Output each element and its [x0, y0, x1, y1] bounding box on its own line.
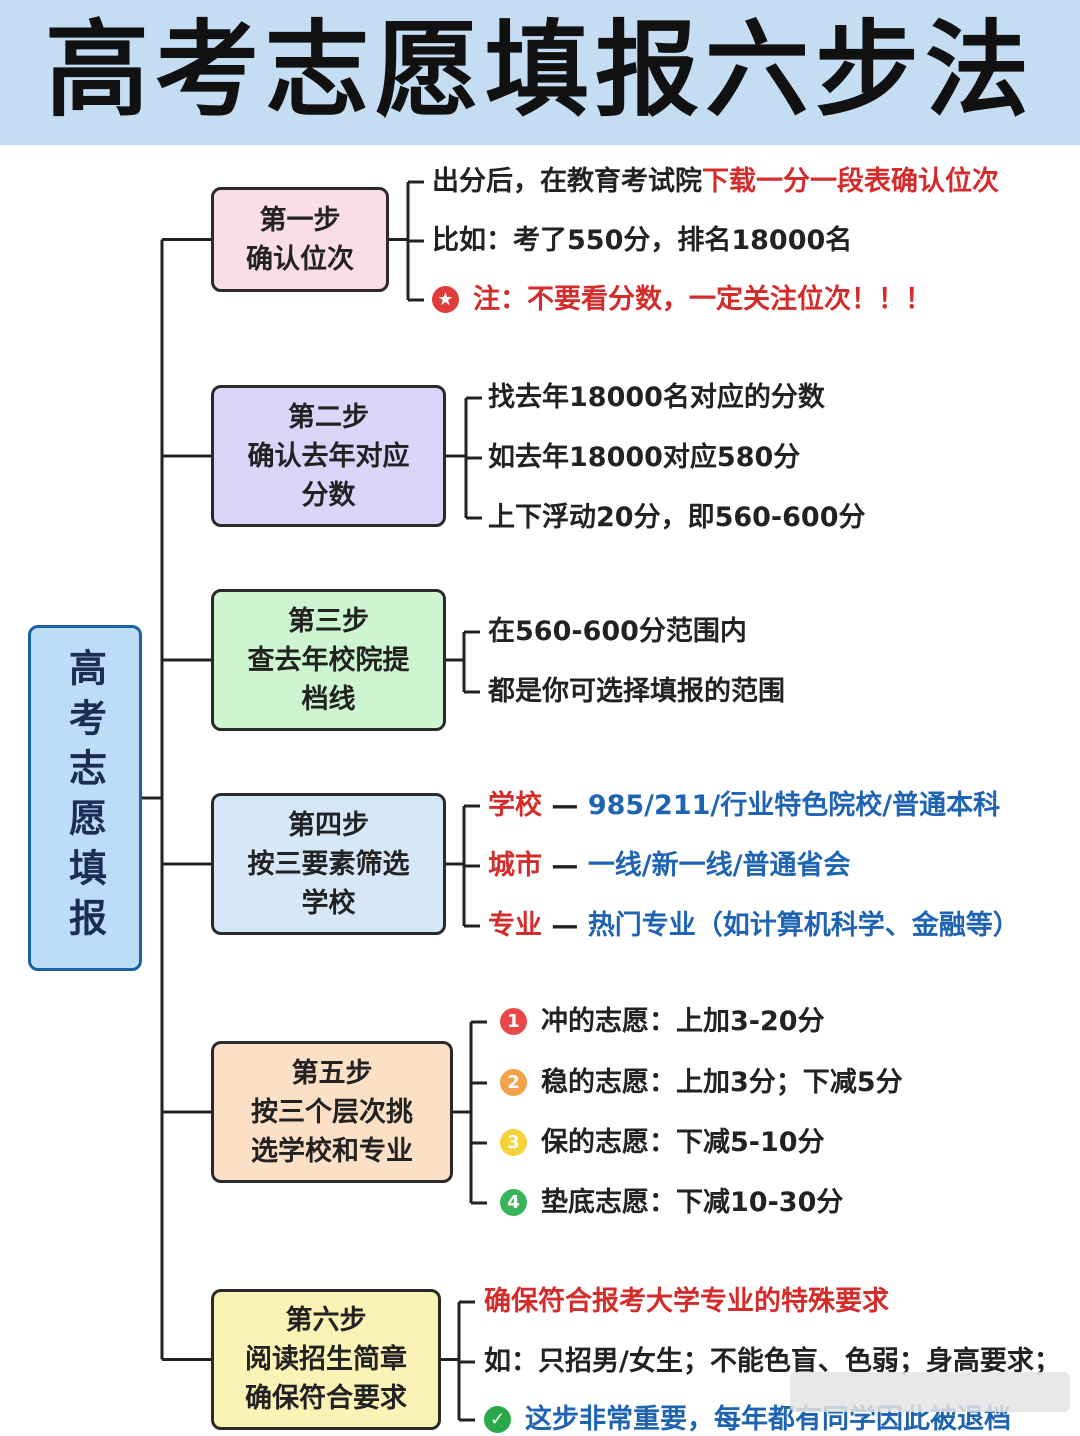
step-label-line: 分数 [301, 479, 356, 511]
number-1-icon: 1 [500, 1008, 527, 1035]
detail-line: 比如：考了550分，排名18000名 [432, 225, 852, 257]
step-label-line: 按三要素筛选 [247, 848, 410, 880]
detail-text: 冲的志愿：上加3-20分 [541, 1006, 825, 1037]
detail-line: 城市 — 一线/新一线/普通省会 [488, 850, 851, 882]
number-2-icon: 2 [500, 1069, 527, 1096]
detail-line: ★ 注：不要看分数，一定关注位次！！！ [432, 284, 932, 316]
detail-text: 下载一分一段表确认位次 [702, 166, 999, 197]
detail-text: 如去年18000对应580分 [488, 442, 801, 473]
detail-line: 3 保的志愿：下减5-10分 [500, 1127, 825, 1159]
detail-text: 找去年18000名对应的分数 [488, 382, 825, 413]
step-box-3: 第三步查去年校院提档线 [211, 589, 446, 731]
number-4-icon: 4 [500, 1189, 527, 1216]
check-icon: ✓ [484, 1406, 511, 1433]
detail-text: 985/211/行业特色院校/普通本科 [587, 790, 1001, 821]
star-icon: ★ [432, 286, 459, 313]
detail-text: 保的志愿：下减5-10分 [541, 1127, 825, 1158]
detail-text: 确保符合报考大学专业的特殊要求 [484, 1286, 889, 1317]
step-label-line: 确保符合要求 [245, 1383, 407, 1414]
detail-line: 找去年18000名对应的分数 [488, 382, 825, 414]
step-box-6: 第六步阅读招生简章确保符合要求 [211, 1289, 441, 1430]
root-label: 高考志愿填报 [62, 648, 107, 948]
step-label-line: 选学校和专业 [251, 1135, 413, 1167]
detail-line: 在560-600分范围内 [488, 616, 747, 648]
step-label-line: 学校 [301, 887, 356, 919]
detail-text: 稳的志愿：上加3分；下减5分 [541, 1067, 903, 1098]
watermark-blur [790, 1372, 1070, 1412]
detail-text: 上下浮动20分，即560-600分 [488, 502, 866, 533]
number-3-icon: 3 [500, 1129, 527, 1156]
step-label-line: 档线 [301, 683, 356, 715]
step-box-1: 第一步确认位次 [211, 187, 389, 292]
root-node: 高考志愿填报 [28, 625, 142, 971]
detail-text: 垫底志愿：下减10-30分 [541, 1187, 844, 1218]
detail-text: 城市 [488, 850, 542, 881]
detail-text: — [542, 850, 588, 881]
step-label-line: 确认去年对应 [247, 440, 410, 472]
step-title: 第五步 [291, 1057, 373, 1089]
step-box-4: 第四步按三要素筛选学校 [211, 793, 446, 935]
step-label-line: 按三个层次挑 [251, 1096, 413, 1128]
step-title: 第四步 [288, 809, 369, 841]
detail-text: 出分后，在教育考试院 [432, 166, 702, 197]
detail-line: 都是你可选择填报的范围 [488, 676, 785, 708]
detail-line: 出分后，在教育考试院下载一分一段表确认位次 [432, 166, 999, 198]
detail-text: 都是你可选择填报的范围 [488, 676, 785, 707]
detail-text: 一线/新一线/普通省会 [587, 850, 851, 881]
detail-text: — [542, 910, 588, 941]
step-title: 第一步 [259, 204, 341, 236]
detail-text: 专业 [488, 910, 542, 941]
detail-text: 比如：考了550分，排名18000名 [432, 225, 853, 256]
step-box-5: 第五步按三个层次挑选学校和专业 [211, 1041, 453, 1183]
detail-text: 注：不要看分数，一定关注位次！！！ [473, 284, 932, 315]
step-title: 第三步 [288, 605, 369, 637]
detail-text: 学校 [488, 790, 542, 821]
detail-line: 如去年18000对应580分 [488, 442, 800, 474]
page-title: 高考志愿填报六步法 [44, 9, 1035, 131]
step-label-line: 阅读招生简章 [245, 1344, 407, 1375]
detail-line: 4 垫底志愿：下减10-30分 [500, 1187, 843, 1219]
step-box-2: 第二步确认去年对应分数 [211, 385, 446, 527]
step-label-line: 确认位次 [246, 243, 354, 275]
detail-line: 学校 — 985/211/行业特色院校/普通本科 [488, 790, 1000, 822]
detail-text: — [542, 790, 588, 821]
detail-text: 热门专业（如计算机科学、金融等） [587, 910, 1020, 941]
step-label-line: 查去年校院提 [247, 644, 410, 676]
detail-line: 专业 — 热门专业（如计算机科学、金融等） [488, 910, 1020, 942]
detail-line: 上下浮动20分，即560-600分 [488, 502, 866, 534]
step-title: 第六步 [285, 1305, 367, 1336]
step-title: 第二步 [288, 401, 369, 433]
title-banner [0, 0, 1080, 145]
detail-line: 确保符合报考大学专业的特殊要求 [484, 1286, 889, 1318]
detail-line: 1 冲的志愿：上加3-20分 [500, 1006, 825, 1038]
detail-text: 如：只招男/女生；不能色盲、色弱；身高要求； [484, 1346, 1061, 1377]
detail-text: 在560-600分范围内 [488, 616, 747, 647]
detail-line: 如：只招男/女生；不能色盲、色弱；身高要求； [484, 1346, 1061, 1378]
detail-line: 2 稳的志愿：上加3分；下减5分 [500, 1067, 903, 1099]
